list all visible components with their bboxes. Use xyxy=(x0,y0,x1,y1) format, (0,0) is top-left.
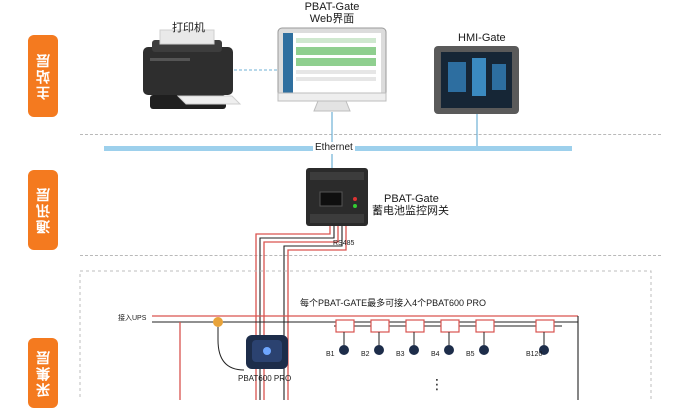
ups-label: 接入UPS xyxy=(118,315,147,322)
battery-module-icon xyxy=(440,319,460,333)
battery-label: B120 xyxy=(526,351,543,358)
rs485-label: RS485 xyxy=(333,240,355,247)
battery-label: B2 xyxy=(361,351,370,358)
battery-string xyxy=(334,319,562,355)
battery-module-icon xyxy=(370,319,390,333)
gateway-label-line1: PBAT-Gate xyxy=(384,193,439,205)
pbat600-device-icon xyxy=(246,335,288,369)
hmi-panel-icon xyxy=(434,46,519,114)
battery-sensor-icon xyxy=(409,345,419,355)
battery-module-icon xyxy=(335,319,355,333)
battery-label: B5 xyxy=(466,351,475,358)
printer-icon xyxy=(143,29,242,109)
web-label-line2: Web界面 xyxy=(309,13,355,25)
ellipsis-label: ⋮ xyxy=(430,376,444,392)
battery-module-icon xyxy=(405,319,425,333)
battery-label: B4 xyxy=(431,351,440,358)
battery-sensor-icon xyxy=(444,345,454,355)
battery-sensor-icon xyxy=(339,345,349,355)
battery-sensor-icon xyxy=(539,345,549,355)
monitor-icon xyxy=(277,27,387,112)
gateway-device-icon xyxy=(306,168,368,226)
collection-area xyxy=(79,270,652,400)
printer-label: 打印机 xyxy=(172,22,205,34)
gateway-label-line2: 蓄电池监控网关 xyxy=(372,205,449,217)
layer-divider-comm xyxy=(80,255,661,256)
layer-divider-main xyxy=(80,134,661,135)
hmi-label: HMI-Gate xyxy=(458,32,506,44)
fuse-icon xyxy=(213,317,245,371)
battery-label: B1 xyxy=(326,351,335,358)
battery-module-icon xyxy=(475,319,495,333)
pbat600-label: PBAT600 PRO xyxy=(238,374,292,383)
capacity-note: 每个PBAT-GATE最多可接入4个PBAT600 PRO xyxy=(300,298,487,308)
battery-module-icon xyxy=(535,319,555,333)
web-label-line1: PBAT-Gate xyxy=(304,1,360,13)
battery-sensor-icon xyxy=(479,345,489,355)
battery-sensor-icon xyxy=(374,345,384,355)
ethernet-label: Ethernet xyxy=(313,142,355,154)
battery-label: B3 xyxy=(396,351,405,358)
rs485-cable xyxy=(255,226,347,400)
